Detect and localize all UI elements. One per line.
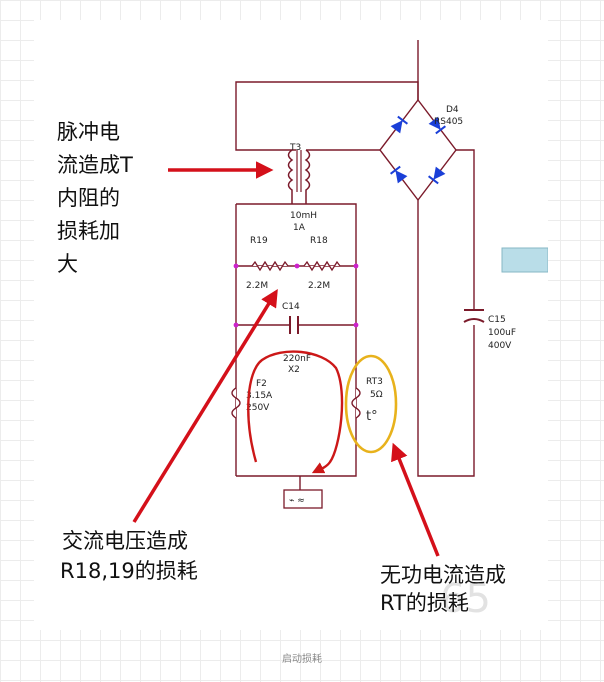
arrow-ac-voltage [132, 289, 278, 523]
f2-ref-label: F2 [256, 379, 267, 389]
bridge-rectifier-d4: D4 RS405 [379, 98, 463, 202]
pulse-line-3: 内阻的 [57, 186, 120, 210]
resistor-row: R19 R18 2.2M 2.2M [233, 236, 359, 291]
node-right-c [353, 322, 359, 328]
ac-connector: ⌁ ≈ [283, 489, 323, 509]
diode-upper-left [390, 115, 409, 134]
connector-label: ⌁ ≈ [289, 496, 305, 506]
fuse-f2: F2 3.15A 250V [231, 379, 273, 419]
r19-value-label: 2.2M [246, 281, 268, 291]
side-box [501, 247, 548, 273]
annotation-ac-voltage: 交流电压造成 R18,19的损耗 [60, 529, 198, 583]
capacitor-c15: C15 100uF 400V [463, 309, 516, 351]
pulse-line-4: 损耗加 [57, 219, 120, 243]
diagram-card: D4 RS405 R19 R18 2.2M 2.2M C14 220nF X2 … [34, 20, 548, 630]
capacitor-c14: C14 220nF X2 [233, 302, 359, 375]
rt3-symbol [351, 387, 361, 419]
pulse-line-5: 大 [57, 252, 78, 276]
t3-value-label: 10mH [290, 211, 317, 221]
c15-value-label: 100uF [488, 328, 516, 338]
r19-ref-label: R19 [250, 236, 268, 246]
connector-body [283, 489, 323, 509]
c15-ref-label: C15 [488, 315, 506, 325]
c14-value-label: 220nF [283, 354, 311, 364]
d4-ref-label: D4 [446, 105, 459, 115]
node-left-r [233, 263, 239, 269]
wire-mid-rail [236, 203, 357, 477]
d4-part-label: RS405 [434, 117, 463, 127]
ac-line-2: R18,19的损耗 [60, 559, 198, 583]
ac-line-1: 交流电压造成 [62, 529, 188, 553]
c15-plate-bottom [463, 318, 485, 323]
diode-lower-left [389, 165, 408, 184]
f2-symbol [231, 387, 241, 419]
t3-primary-coil [287, 149, 294, 204]
r18-value-label: 2.2M [308, 281, 330, 291]
reactive-line-1: 无功电流造成 [380, 563, 506, 587]
annotation-pulse-current: 脉冲电 流造成T 内阻的 损耗加 大 [57, 120, 133, 276]
t3-ref-label: T3 [289, 143, 301, 153]
wire-c15-bottom [417, 200, 475, 477]
wire-bridge-right [456, 149, 475, 310]
diode-lower-right [427, 166, 446, 185]
annotation-reactive-current: 65 无功电流造成 RT的损耗 [380, 563, 506, 622]
rt3-value-label: 5Ω [370, 390, 383, 400]
wiring [235, 40, 475, 496]
pulse-line-2: 流造成T [57, 153, 133, 177]
c14-ref-label: C14 [282, 302, 300, 312]
wire-top-loop [235, 81, 419, 151]
image-caption: 启动损耗 [282, 654, 322, 665]
c15-voltage-label: 400V [488, 341, 512, 351]
node-mid-r [294, 263, 300, 269]
thermistor-rt3: RT3 5Ω t° [344, 354, 398, 454]
node-right-r [353, 263, 359, 269]
rt3-ref-label: RT3 [366, 377, 383, 387]
r18-ref-label: R18 [310, 236, 328, 246]
f2-rating-label: 3.15A [246, 391, 273, 401]
resistor-r19-zigzag [251, 260, 289, 272]
current-loop-scribble [247, 350, 344, 474]
reactive-line-2: RT的损耗 [380, 591, 469, 615]
f2-voltage-label: 250V [246, 403, 270, 413]
transformer-t3 [287, 149, 311, 204]
watermark: 65 [440, 576, 491, 622]
c14-class-label: X2 [288, 365, 300, 375]
pulse-line-1: 脉冲电 [57, 120, 120, 144]
rt3-temp-symbol: t° [366, 409, 378, 424]
arrow-reactive-current [391, 442, 440, 557]
diode-upper-right [428, 116, 447, 135]
circuit-diagram: D4 RS405 R19 R18 2.2M 2.2M C14 220nF X2 … [57, 40, 548, 622]
resistor-r18-zigzag [303, 260, 341, 272]
rt3-highlight-ring [344, 354, 398, 454]
bridge-diamond [379, 98, 457, 202]
t3-secondary-coil [304, 149, 311, 204]
node-left-c [233, 322, 239, 328]
t3-current-label: 1A [293, 223, 306, 233]
